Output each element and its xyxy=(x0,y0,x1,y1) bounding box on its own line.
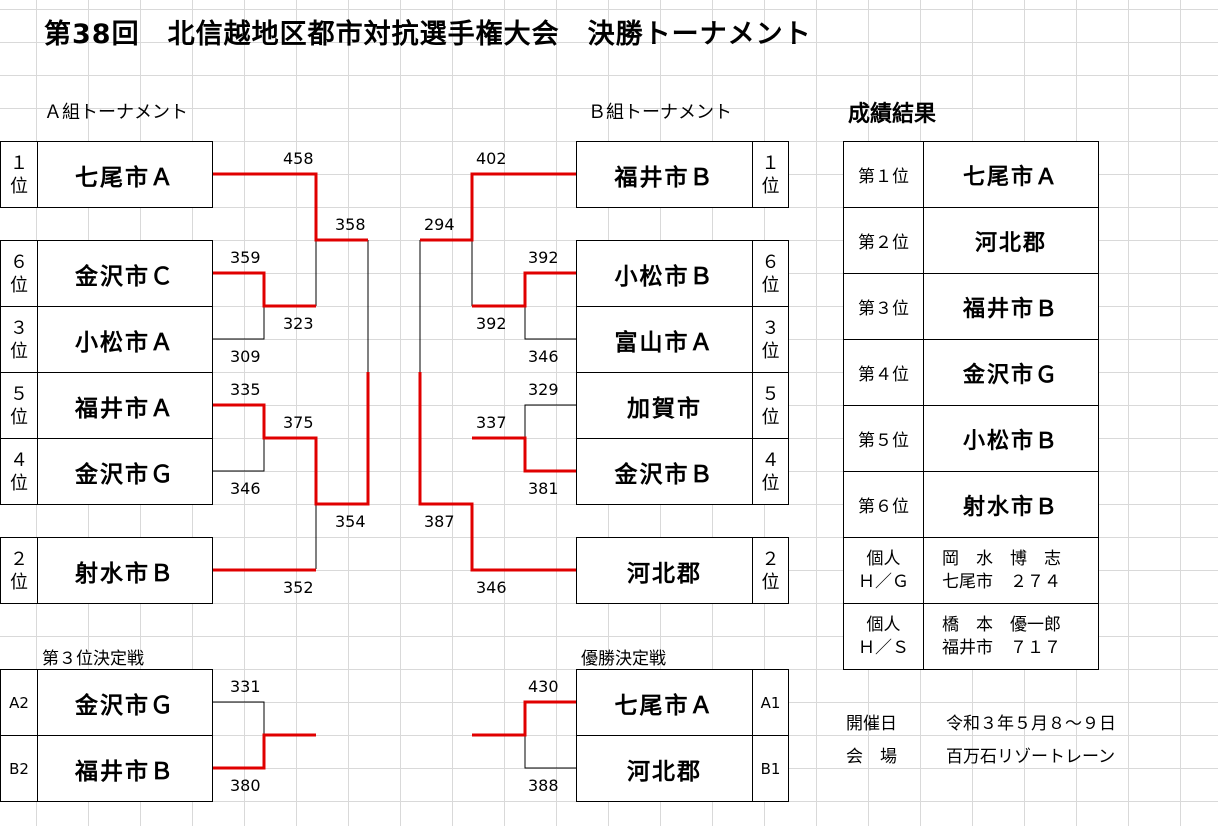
group-a-rank-2: ６ 位 xyxy=(0,240,38,307)
result-name-1: 七尾市Ａ xyxy=(923,141,1099,208)
third-place-team-2: 福井市Ｂ xyxy=(37,735,213,802)
third-place-seed-1: A2 xyxy=(0,669,38,736)
score-b-346-top: 346 xyxy=(528,347,559,366)
group-b-team-4: 加賀市 xyxy=(576,372,753,439)
group-b-label: Ｂ組トーナメント xyxy=(588,102,732,123)
result-rank-5: 第５位 xyxy=(843,405,924,472)
final-team-2: 河北郡 xyxy=(576,735,753,802)
score-b-337: 337 xyxy=(476,413,507,432)
group-b-team-5: 金沢市Ｂ xyxy=(576,438,753,505)
result-name-3: 福井市Ｂ xyxy=(923,273,1099,340)
individual-hs-category: 個人 Ｈ／Ｓ xyxy=(843,603,924,670)
final-seed-2: B1 xyxy=(752,735,789,802)
score-a-352: 352 xyxy=(283,578,314,597)
score-a-346: 346 xyxy=(230,479,261,498)
result-name-5: 小松市Ｂ xyxy=(923,405,1099,472)
individual-hg-category: 個人 Ｈ／Ｇ xyxy=(843,537,924,604)
score-a-359: 359 xyxy=(230,248,261,267)
group-b-rank-3: ３ 位 xyxy=(752,306,789,373)
final-seed-1: A1 xyxy=(752,669,789,736)
group-a-team-1: 七尾市Ａ xyxy=(37,141,213,208)
score-a-458: 458 xyxy=(283,149,314,168)
score-b-294: 294 xyxy=(424,215,455,234)
third-place-team-1: 金沢市Ｇ xyxy=(37,669,213,736)
venue-value: 百万石リゾートレーン xyxy=(946,747,1116,767)
score-b-329: 329 xyxy=(528,380,559,399)
result-rank-2: 第２位 xyxy=(843,207,924,274)
group-a-rank-5: ４ 位 xyxy=(0,438,38,505)
score-b-387: 387 xyxy=(424,512,455,531)
score-a-375: 375 xyxy=(283,413,314,432)
score-a-323: 323 xyxy=(283,314,314,333)
score-b-381: 381 xyxy=(528,479,559,498)
group-a-rank-1: １ 位 xyxy=(0,141,38,208)
score-third-331: 331 xyxy=(230,677,261,696)
result-rank-1: 第１位 xyxy=(843,141,924,208)
score-a-309: 309 xyxy=(230,347,261,366)
group-a-rank-3: ３ 位 xyxy=(0,306,38,373)
individual-hs-detail: 橋 本 優一郎 福井市 ７１７ xyxy=(923,603,1099,670)
group-b-rank-6: ２ 位 xyxy=(752,537,789,604)
page-title: 第38回 北信越地区都市対抗選手権大会 決勝トーナメント xyxy=(44,19,812,50)
score-b-346-bottom: 346 xyxy=(476,578,507,597)
group-a-rank-6: ２ 位 xyxy=(0,537,38,604)
group-a-team-5: 金沢市Ｇ xyxy=(37,438,213,505)
group-b-rank-1: １ 位 xyxy=(752,141,789,208)
group-a-team-6: 射水市Ｂ xyxy=(37,537,213,604)
score-b-392-bottom: 392 xyxy=(476,314,507,333)
score-final-388: 388 xyxy=(528,776,559,795)
third-place-label: 第３位決定戦 xyxy=(42,649,144,669)
date-value: 令和３年５月８～９日 xyxy=(946,714,1116,734)
final-team-1: 七尾市Ａ xyxy=(576,669,753,736)
group-b-team-3: 富山市Ａ xyxy=(576,306,753,373)
result-rank-6: 第６位 xyxy=(843,471,924,538)
group-a-team-4: 福井市Ａ xyxy=(37,372,213,439)
group-b-team-2: 小松市Ｂ xyxy=(576,240,753,307)
group-a-team-2: 金沢市Ｃ xyxy=(37,240,213,307)
date-label: 開催日 xyxy=(846,714,897,734)
group-a-rank-4: ５ 位 xyxy=(0,372,38,439)
results-title: 成績結果 xyxy=(848,102,937,127)
score-b-392-top: 392 xyxy=(528,248,559,267)
group-b-team-6: 河北郡 xyxy=(576,537,753,604)
score-b-402: 402 xyxy=(476,149,507,168)
group-b-rank-5: ４ 位 xyxy=(752,438,789,505)
group-a-team-3: 小松市Ａ xyxy=(37,306,213,373)
group-b-team-1: 福井市Ｂ xyxy=(576,141,753,208)
group-a-label: Ａ組トーナメント xyxy=(44,102,188,123)
score-a-354: 354 xyxy=(335,512,366,531)
final-label: 優勝決定戦 xyxy=(581,649,666,669)
score-final-430: 430 xyxy=(528,677,559,696)
result-rank-3: 第３位 xyxy=(843,273,924,340)
result-rank-4: 第４位 xyxy=(843,339,924,406)
score-third-380: 380 xyxy=(230,776,261,795)
score-a-335: 335 xyxy=(230,380,261,399)
result-name-2: 河北郡 xyxy=(923,207,1099,274)
group-b-rank-2: ６ 位 xyxy=(752,240,789,307)
score-a-358: 358 xyxy=(335,215,366,234)
result-name-4: 金沢市Ｇ xyxy=(923,339,1099,406)
individual-hg-detail: 岡 水 博 志 七尾市 ２７４ xyxy=(923,537,1099,604)
result-name-6: 射水市Ｂ xyxy=(923,471,1099,538)
venue-label: 会 場 xyxy=(846,747,897,767)
